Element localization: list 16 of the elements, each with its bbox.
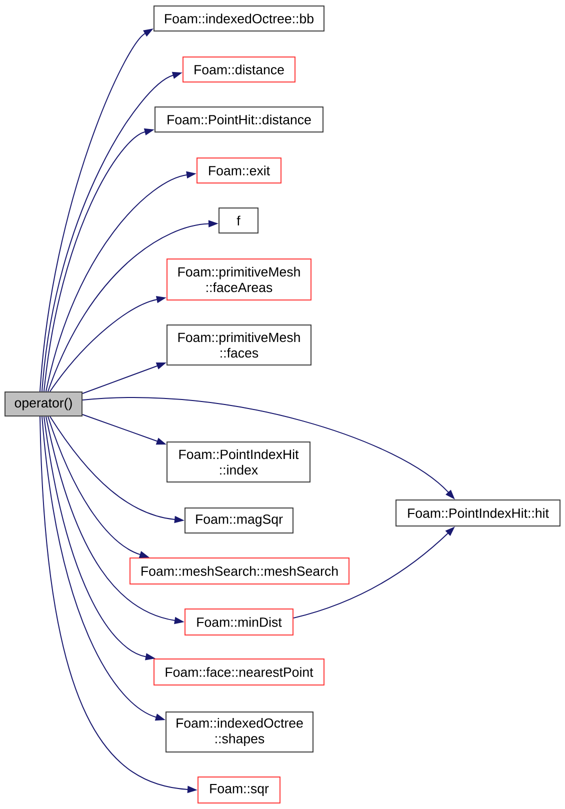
- function-box: Foam::sqr: [198, 776, 280, 804]
- function-box: Foam::PointIndexHit ::index: [166, 442, 310, 482]
- function-box: Foam::primitiveMesh ::faces: [166, 324, 312, 366]
- function-box: f: [218, 208, 258, 234]
- function-box: Foam::magSqr: [184, 508, 294, 534]
- function-box: Foam::indexedOctree ::shapes: [166, 712, 314, 752]
- function-box: Foam::PointHit::distance: [154, 106, 324, 132]
- function-box: Foam::exit: [196, 158, 282, 184]
- function-box: Foam::distance: [182, 56, 296, 82]
- current-function-box: operator(): [4, 392, 82, 416]
- function-box: Foam::minDist: [184, 608, 294, 636]
- function-box: Foam::face::nearestPoint: [154, 658, 324, 686]
- function-box: Foam::primitiveMesh ::faceAreas: [166, 258, 312, 300]
- function-box: Foam::indexedOctree::bb: [154, 6, 324, 32]
- function-box: Foam::meshSearch::meshSearch: [130, 558, 350, 584]
- function-box: Foam::PointIndexHit::hit: [396, 500, 560, 526]
